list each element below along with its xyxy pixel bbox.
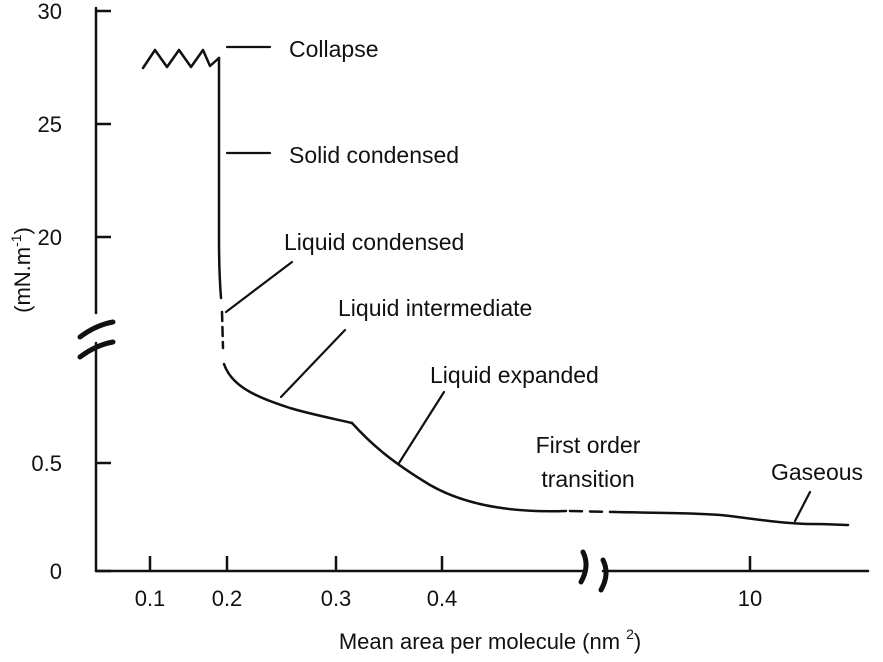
y-tick-label: 0 (50, 559, 62, 584)
y-axis-label-sup: -1 (8, 234, 24, 247)
isotherm-curve (141, 48, 850, 527)
y-tick-label: 25 (38, 112, 62, 137)
first-order-transition-dashed-segment (568, 509, 617, 514)
x-axis-ticks: 0.1 0.2 0.3 0.4 10 (135, 556, 762, 611)
y-axis-label-main: (mN.m (10, 247, 35, 313)
y-axis-label-close: ) (10, 227, 35, 234)
solid-condensed-segment (217, 56, 223, 300)
y-axis-break-mark (77, 319, 116, 340)
solid-condensed-label: Solid condensed (289, 142, 459, 168)
x-tick-label: 0.1 (135, 586, 166, 611)
collapse-label: Collapse (289, 36, 379, 62)
liquid-expanded-label: Liquid expanded (430, 362, 599, 388)
x-tick-label: 10 (738, 586, 762, 611)
liquid-expanded-leader-line (397, 390, 446, 465)
liquid-intermediate-label: Liquid intermediate (338, 295, 532, 321)
y-tick-label: 0.5 (31, 451, 62, 476)
liquid-intermediate-leader-line (279, 328, 347, 399)
x-axis-label-main: Mean area per molecule (nm (339, 629, 620, 654)
gaseous-leader-line (793, 490, 812, 523)
y-axis-label: (mN.m-1) (8, 227, 35, 313)
liquid-condensed-leader-line (224, 260, 294, 314)
y-axis-ticks: 30 25 20 0.5 0 (31, 0, 111, 584)
liquid-condensed-dashed-segment (220, 310, 225, 350)
x-tick-label: 0.4 (427, 586, 458, 611)
x-axis-label-sup: 2 (626, 626, 634, 642)
collapse-zigzag-segment (141, 48, 221, 70)
x-axis-label-close: ) (634, 629, 641, 654)
first-order-transition-label: First order (536, 432, 641, 458)
x-axis-break-mark (598, 557, 609, 593)
x-axis-label: Mean area per molecule (nm 2) (339, 626, 641, 654)
y-tick-label: 20 (38, 225, 62, 250)
liquid-intermediate-segment (222, 362, 354, 425)
x-axis-break-mark (578, 549, 589, 585)
y-tick-label: 30 (38, 0, 62, 24)
x-tick-label: 0.3 (321, 586, 352, 611)
y-axis-break-mark (77, 339, 116, 360)
liquid-expanded-segment (350, 421, 568, 513)
liquid-condensed-label: Liquid condensed (284, 229, 464, 255)
first-order-transition-label-line2: transition (541, 466, 634, 492)
x-tick-label: 0.2 (212, 586, 243, 611)
gaseous-segment (613, 510, 850, 527)
gaseous-label: Gaseous (771, 459, 863, 485)
axes (77, 6, 870, 593)
